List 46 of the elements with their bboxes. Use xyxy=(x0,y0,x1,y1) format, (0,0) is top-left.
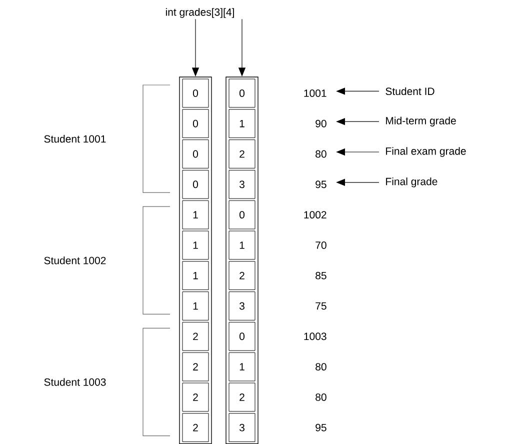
array-cell: 2 xyxy=(182,382,209,412)
value: 1003 xyxy=(304,332,326,340)
value: 80 xyxy=(316,150,326,158)
array-cell: 2 xyxy=(182,413,209,442)
array-cell: 1 xyxy=(228,230,256,260)
value: 85 xyxy=(316,272,326,280)
value: 75 xyxy=(316,302,326,310)
value: 1001 xyxy=(304,89,326,97)
array-cell: 0 xyxy=(228,322,256,351)
array-declaration: int grades[3][4] xyxy=(166,8,234,18)
annotation: Student ID xyxy=(386,87,434,96)
array-cell: 1 xyxy=(182,261,209,290)
array-cell: 0 xyxy=(228,78,256,108)
value: 80 xyxy=(316,393,326,401)
array-cell: 2 xyxy=(182,322,209,351)
value: 95 xyxy=(316,180,326,188)
array-cell: 2 xyxy=(228,261,256,290)
array-column xyxy=(226,76,258,444)
value: 1002 xyxy=(304,211,326,219)
array-cell: 3 xyxy=(228,413,256,442)
array-cell: 0 xyxy=(182,78,209,108)
annotation: Final exam grade xyxy=(386,147,466,157)
array-cell: 0 xyxy=(182,170,209,199)
array-cell: 2 xyxy=(182,352,209,382)
array-cell: 3 xyxy=(228,292,256,320)
array-cell: 1 xyxy=(228,109,256,138)
array-cell: 0 xyxy=(182,140,209,168)
array-cell: 2 xyxy=(228,382,256,412)
value: 95 xyxy=(316,424,326,432)
array-cell: 1 xyxy=(228,352,256,382)
array-cell: 2 xyxy=(228,140,256,168)
array-cell: 1 xyxy=(182,230,209,260)
group-label: Student 1003 xyxy=(44,378,106,386)
value: 80 xyxy=(316,363,326,370)
group-label: Student 1001 xyxy=(44,134,106,143)
value: 70 xyxy=(316,241,326,249)
array-column xyxy=(179,76,212,444)
array-cell: 1 xyxy=(182,200,209,230)
annotation: Final grade xyxy=(386,178,438,188)
value: 90 xyxy=(316,120,326,128)
array-cell: 0 xyxy=(182,109,209,138)
array-cell: 1 xyxy=(182,292,209,320)
group-label: Student 1002 xyxy=(44,256,106,264)
array-cell: 0 xyxy=(228,200,256,230)
array-cell: 3 xyxy=(228,170,256,199)
annotation: Mid-term grade xyxy=(386,116,456,126)
